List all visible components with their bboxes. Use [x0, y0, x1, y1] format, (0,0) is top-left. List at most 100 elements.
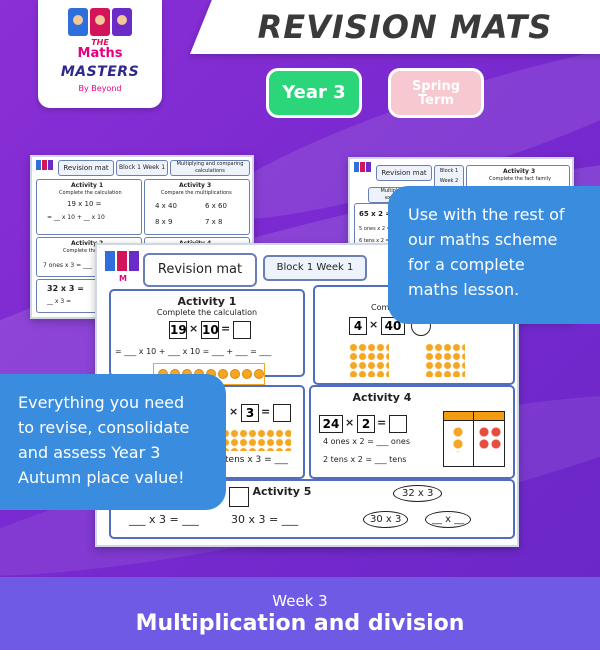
callout-bottom: Everything you need to revise, consolida… — [0, 374, 226, 510]
logo-card: THE Maths MASTERS By Beyond — [38, 0, 162, 108]
callout-bottom-line: Everything you need — [18, 393, 185, 412]
activity-2-box-b: 40 — [381, 317, 405, 335]
activity-3-box: 3 — [241, 404, 259, 422]
activity-2-counters-a — [349, 343, 389, 377]
mini-a3-c1: 4 x 40 — [155, 202, 177, 210]
callout-top: Use with the rest of our maths scheme fo… — [388, 186, 600, 324]
mini-a3-c3: 8 x 9 — [155, 218, 173, 226]
activity-4-equals: = — [377, 416, 387, 429]
callout-top-line: maths lesson. — [408, 280, 520, 299]
logo-the: THE — [91, 38, 109, 47]
mini-a3-c4: 7 x 8 — [205, 218, 223, 226]
activity-3-line: tens x 3 = ___ — [225, 455, 288, 465]
activity-4-times: × — [345, 416, 355, 429]
mini-mat-extra: Multiplying and comparing calculations — [170, 160, 250, 176]
counter — [230, 369, 240, 379]
activity-4-line1: 4 ones x 2 = ___ ones — [323, 437, 410, 446]
logo-by: By Beyond — [78, 84, 122, 93]
callout-bottom-line: Autumn place value! — [18, 468, 185, 487]
footer-banner: Week 3 Multiplication and division — [0, 577, 600, 650]
term-line1: Spring — [411, 79, 461, 94]
activity-3-times: × — [229, 405, 239, 418]
activity-1-times: × — [189, 322, 199, 335]
activity-2-times: × — [369, 318, 379, 331]
counter — [218, 369, 228, 379]
mini-mat-block: Block 1 Week 1 — [116, 160, 168, 176]
mini-a1-sub: Complete the calculation — [59, 190, 122, 196]
mini-mat-label: Revision mat — [376, 165, 432, 181]
activity-5-bubble-left: 30 x 3 — [363, 511, 409, 528]
logo-maths: Maths — [77, 46, 123, 61]
mini-activity-1: Activity 1 Complete the calculation 19 x… — [36, 179, 142, 235]
mini-a1-line1: 19 x 10 = — [67, 200, 102, 208]
activity-5-bubble-top: 32 x 3 — [393, 485, 443, 502]
pv-divider — [473, 412, 474, 466]
activity-4-answer-box — [389, 415, 407, 433]
mini-a2-line: 7 ones x 3 = ___ — [43, 262, 93, 269]
mini-a3-sub: Complete the fact family — [489, 176, 552, 182]
topic-title: Multiplication and division — [135, 611, 465, 636]
activity-4-box-b: 2 — [357, 415, 375, 433]
callout-top-line: for a complete — [408, 255, 525, 274]
activity-2-box-a: 4 — [349, 317, 367, 335]
callout-bottom-line: and assess Year 3 — [18, 443, 161, 462]
activity-5-box — [229, 487, 249, 507]
mini-a3-sub: Compare the multiplications — [161, 190, 232, 196]
mini-a1-line3: 6 tens x 2 = — [359, 238, 390, 244]
activity-1-answer-box — [233, 321, 251, 339]
mini-logo-icon: M — [105, 251, 139, 283]
mini-mat-label: Revision mat — [58, 160, 114, 176]
activity-5-line-a: ___ x 3 = ___ — [129, 513, 199, 526]
mini-a1-title: Activity 1 — [71, 182, 104, 189]
activity-1-subtitle: Complete the calculation — [156, 308, 258, 317]
pv-header — [444, 412, 504, 421]
activity-4-box-a: 24 — [319, 415, 343, 433]
activity-1-panel: Activity 1 Complete the calculation 19 ×… — [109, 289, 305, 377]
activity-1-box-b: 10 — [201, 321, 219, 339]
mini-logo-icon — [354, 162, 371, 172]
activity-1-box-a: 19 — [169, 321, 187, 339]
mini-activity-3: Activity 3 Compare the multiplications 4… — [144, 179, 250, 235]
mini-a1-line2: = __ x 10 + __ x 10 — [47, 214, 105, 221]
counter — [254, 369, 264, 379]
mini-a5-line2: __ x 3 = — [47, 298, 72, 305]
page-title: REVISION MATS — [257, 8, 553, 46]
activity-5-title: Activity 5 — [252, 485, 312, 498]
mini-logo-icon — [36, 160, 53, 170]
activity-5-bubble-right: __ x __ — [425, 511, 472, 528]
pv-tens-counters — [452, 426, 464, 452]
main-mat-block: Block 1 Week 1 — [263, 255, 367, 281]
callout-top-line: Use with the rest of — [408, 205, 565, 224]
activity-3-equals: = — [261, 405, 271, 418]
counter — [242, 369, 252, 379]
activity-1-equals: = — [221, 322, 231, 335]
activity-4-line2: 2 tens x 2 = ___ tens — [323, 455, 407, 464]
mini-a5-line1: 32 x 3 = — [47, 284, 84, 293]
mini-a3-title: Activity 3 — [179, 182, 212, 189]
mini-a2-sub: Complete the table — [63, 248, 112, 254]
activity-1-line: = ___ x 10 + ___ x 10 = ___ + ___ = ___ — [115, 347, 272, 356]
week-label: Week 3 — [272, 592, 328, 610]
logo-characters-icon — [68, 8, 132, 36]
activity-1-title: Activity 1 — [177, 295, 237, 308]
place-value-chart — [443, 411, 505, 467]
main-mat-label: Revision mat — [143, 253, 257, 287]
activity-5-panel: Activity 5 ___ x 3 = ___ 30 x 3 = ___ 32… — [109, 479, 515, 539]
mini-a2-title: Activity 2 — [71, 240, 104, 247]
activity-4-panel: Activity 4 24 × 2 = 4 ones x 2 = ___ one… — [309, 385, 515, 479]
mini-a1-line2: 5 ones x 2 = — [359, 226, 391, 232]
activity-3-counters — [221, 429, 291, 451]
callout-top-line: our maths scheme — [408, 230, 558, 249]
activity-5-line-b: 30 x 3 = ___ — [231, 513, 299, 526]
activity-2-counters-b — [425, 343, 465, 377]
activity-3-answer-box — [273, 404, 291, 422]
callout-bottom-line: to revise, consolidate — [18, 418, 190, 437]
logo-masters: MASTERS — [60, 64, 140, 80]
term-line2: Term — [418, 93, 454, 108]
mini-a1-line1: 65 x 2 = — [359, 210, 392, 218]
activity-4-title: Activity 4 — [352, 391, 412, 404]
mini-a3-title: Activity 3 — [503, 168, 536, 175]
term-badge: Spring Term — [388, 68, 484, 118]
year-badge: Year 3 — [266, 68, 362, 118]
